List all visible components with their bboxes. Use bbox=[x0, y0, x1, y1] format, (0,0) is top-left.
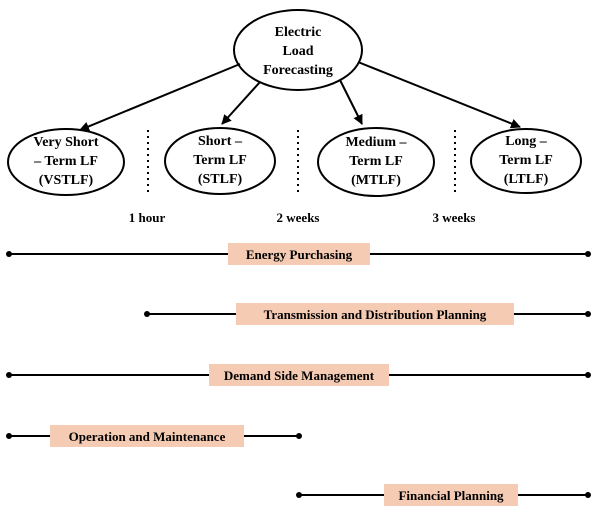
category-node-ltlf: Long – Term LF (LTLF) bbox=[470, 128, 582, 194]
application-label-operation-maintenance: Operation and Maintenance bbox=[69, 429, 226, 444]
application-label-transmission-distribution-planning: Transmission and Distribution Planning bbox=[264, 307, 487, 322]
category-vstlf-line-1: Very Short bbox=[33, 135, 99, 150]
arrow-to-mtlf bbox=[339, 79, 363, 125]
boundary-label-3weeks: 3 weeks bbox=[433, 210, 476, 225]
application-start-dot-demand-side-management bbox=[6, 372, 12, 378]
application-label-energy-purchasing: Energy Purchasing bbox=[246, 247, 353, 262]
category-node-ltlf-ellipse bbox=[470, 128, 582, 194]
arrow-to-stlf bbox=[221, 81, 261, 125]
category-node-vstlf-ellipse bbox=[7, 128, 125, 196]
category-ltlf-line-3: (LTLF) bbox=[504, 172, 549, 187]
boundary-label-1hour: 1 hour bbox=[129, 210, 166, 225]
root-node-line-2: Load bbox=[282, 44, 313, 59]
category-stlf-line-2: Term LF bbox=[193, 153, 247, 168]
category-mtlf-line-3: (MTLF) bbox=[351, 173, 401, 188]
category-vstlf-line-2: – Term LF bbox=[33, 154, 98, 169]
application-label-bg-financial-planning bbox=[384, 484, 518, 506]
root-node-ellipse bbox=[233, 9, 363, 91]
category-mtlf-line-1: Medium – bbox=[345, 135, 407, 150]
category-node-mtlf: Medium – Term LF (MTLF) bbox=[317, 127, 435, 197]
category-node-stlf: Short – Term LF (STLF) bbox=[164, 127, 276, 195]
root-node-line-1: Electric bbox=[275, 25, 322, 40]
root-node-line-3: Forecasting bbox=[263, 63, 333, 78]
category-node-mtlf-ellipse bbox=[317, 127, 435, 197]
application-bar-financial-planning: Financial Planning bbox=[296, 484, 591, 506]
application-end-dot-operation-maintenance bbox=[296, 433, 302, 439]
root-node: Electric Load Forecasting bbox=[233, 9, 363, 91]
category-vstlf-line-3: (VSTLF) bbox=[39, 173, 94, 188]
category-ltlf-line-2: Term LF bbox=[499, 153, 553, 168]
application-end-dot-transmission-distribution-planning bbox=[585, 311, 591, 317]
category-node-vstlf: Very Short – Term LF (VSTLF) bbox=[7, 128, 125, 196]
category-mtlf-line-2: Term LF bbox=[349, 154, 403, 169]
application-bar-operation-maintenance: Operation and Maintenance bbox=[6, 425, 302, 447]
application-start-dot-energy-purchasing bbox=[6, 251, 12, 257]
application-end-dot-demand-side-management bbox=[585, 372, 591, 378]
application-label-bg-energy-purchasing bbox=[228, 243, 370, 265]
application-bar-demand-side-management: Demand Side Management bbox=[6, 364, 591, 386]
application-label-bg-operation-maintenance bbox=[50, 425, 244, 447]
category-node-stlf-ellipse bbox=[164, 127, 276, 195]
boundary-label-2weeks: 2 weeks bbox=[277, 210, 320, 225]
application-start-dot-transmission-distribution-planning bbox=[144, 311, 150, 317]
application-bar-energy-purchasing: Energy Purchasing bbox=[6, 243, 591, 265]
arrow-to-ltlf bbox=[357, 61, 521, 129]
application-start-dot-financial-planning bbox=[296, 492, 302, 498]
arrow-to-vstlf bbox=[79, 63, 241, 132]
category-stlf-line-1: Short – bbox=[198, 134, 243, 149]
application-label-bg-demand-side-management bbox=[209, 364, 389, 386]
application-label-financial-planning: Financial Planning bbox=[398, 488, 504, 503]
category-ltlf-line-1: Long – bbox=[505, 134, 548, 149]
application-end-dot-financial-planning bbox=[585, 492, 591, 498]
category-stlf-line-3: (STLF) bbox=[198, 172, 243, 187]
application-label-bg-transmission-distribution-planning bbox=[236, 303, 514, 325]
application-bar-transmission-distribution-planning: Transmission and Distribution Planning bbox=[144, 303, 591, 325]
application-label-demand-side-management: Demand Side Management bbox=[224, 368, 375, 383]
application-start-dot-operation-maintenance bbox=[6, 433, 12, 439]
application-end-dot-energy-purchasing bbox=[585, 251, 591, 257]
